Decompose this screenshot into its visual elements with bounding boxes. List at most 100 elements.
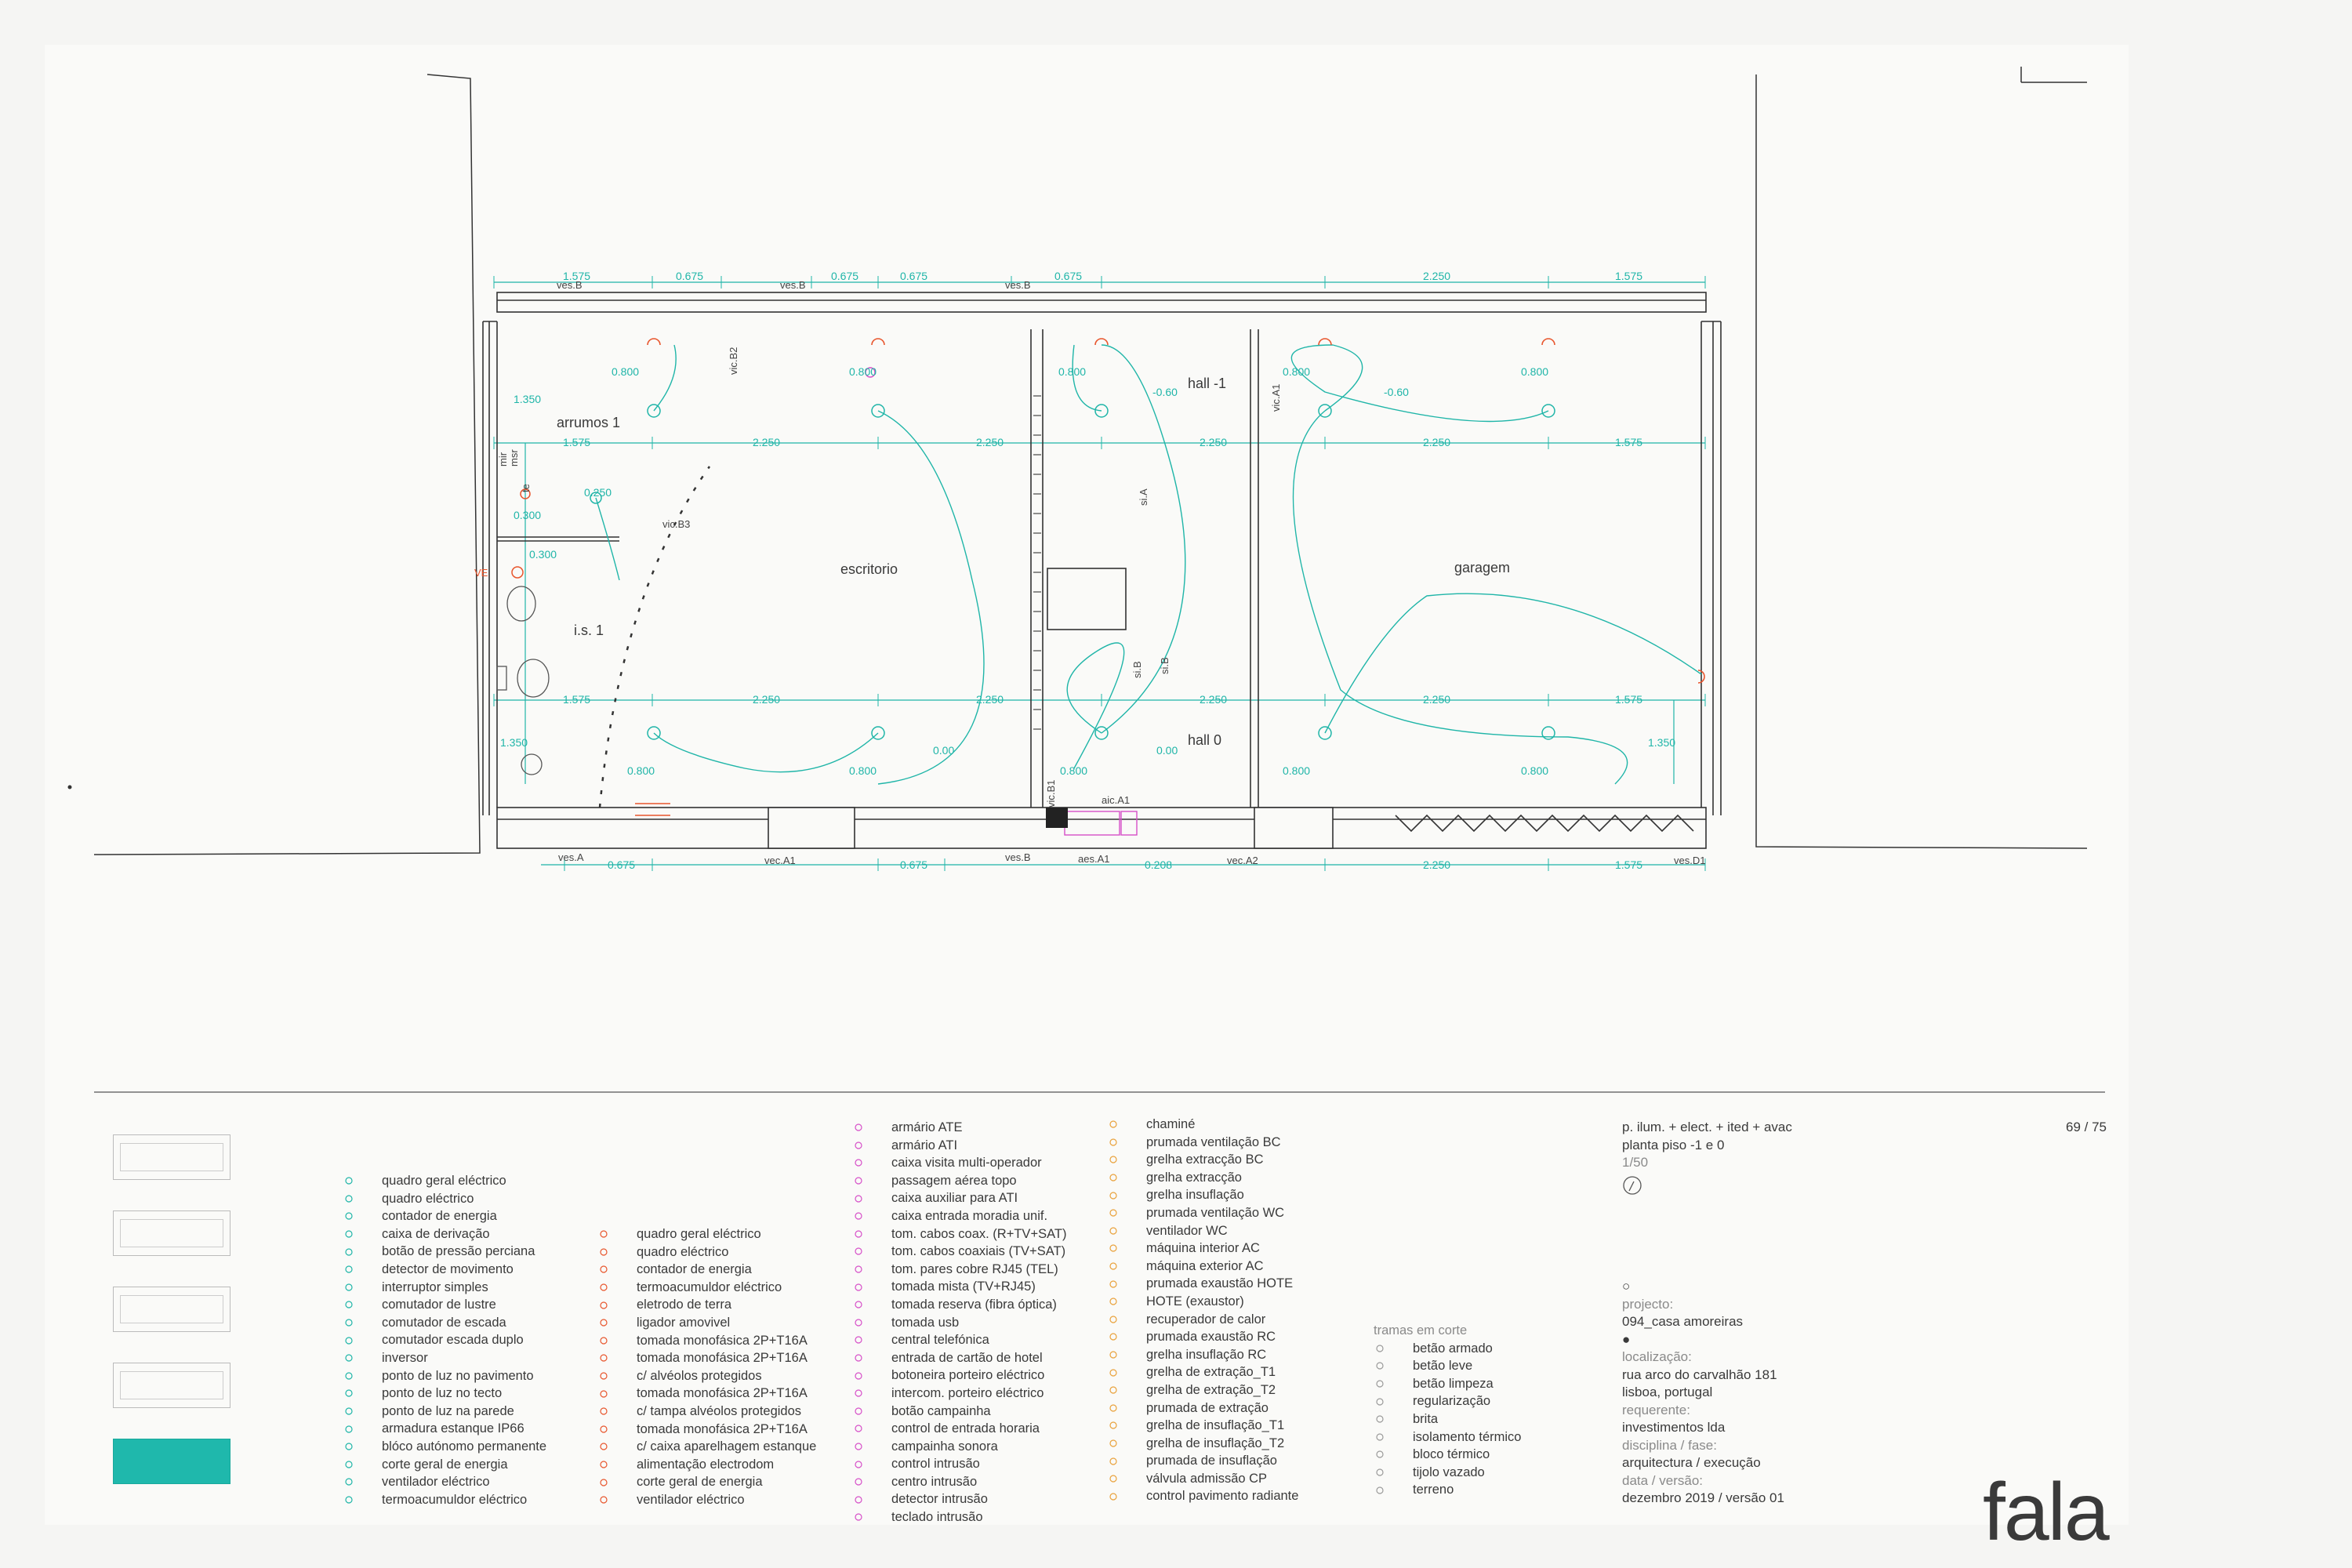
legend-col3-item: tom. cabos coax. (R+TV+SAT) <box>852 1225 1066 1243</box>
dim-top: 0.675 <box>1054 270 1082 282</box>
legend-col4-item: grelha de insuflação_T2 <box>1107 1435 1298 1453</box>
trama-label: tijolo vazado <box>1413 1465 1485 1479</box>
legend-col3-item: caixa auxiliar para ATI <box>852 1189 1066 1207</box>
legend-col4-item: control pavimento radiante <box>1107 1487 1298 1505</box>
legend-col4-symbol-icon <box>1107 1350 1120 1359</box>
legend-col3-item: armário ATE <box>852 1119 1066 1137</box>
legend-col1-item: botão de pressão perciana <box>343 1243 546 1261</box>
legend-col4-item: válvula admissão CP <box>1107 1470 1298 1488</box>
legend-col2-symbol-icon <box>597 1442 610 1451</box>
legend-col2-label: tomada monofásica 2P+T16A <box>637 1351 808 1366</box>
tag: vic.A1 <box>1270 384 1282 412</box>
legend-col2-symbol-icon <box>597 1425 610 1434</box>
dim-height: 0.800 <box>849 365 877 378</box>
legend-col2-symbol-icon <box>597 1371 610 1381</box>
room-label-hall-1: hall -1 <box>1188 376 1226 391</box>
legend-col3-label: botão campainha <box>891 1403 991 1418</box>
legend-col2-symbol-icon <box>597 1353 610 1363</box>
dim-bottom: 0.208 <box>1145 858 1172 871</box>
legend-col1-item: quadro eléctrico <box>343 1190 546 1208</box>
legend-col1-symbol-icon <box>343 1194 355 1203</box>
legend-col1-item: termoacumuldor eléctrico <box>343 1491 546 1509</box>
legend-col1-item: interruptor simples <box>343 1279 546 1297</box>
legend-col4-label: control pavimento radiante <box>1146 1489 1299 1504</box>
ati-cabinet <box>1046 808 1068 828</box>
legend-col4-label: máquina interior AC <box>1146 1241 1260 1256</box>
legend-col4-item: grelha de extração_T1 <box>1107 1363 1298 1381</box>
dim-row1: 2.250 <box>1200 436 1227 448</box>
dim-row1: 2.250 <box>976 436 1004 448</box>
page-number: 69 / 75 <box>2066 1120 2107 1134</box>
legend-col3-label: tom. pares cobre RJ45 (TEL) <box>891 1261 1058 1276</box>
localizacao-value-1: rua arco do carvalhão 181 <box>1622 1367 1777 1382</box>
legend-col1-item: quadro geral eléctrico <box>343 1172 546 1190</box>
legend-col2-label: tomada monofásica 2P+T16A <box>637 1386 808 1401</box>
trama-label: isolamento térmico <box>1413 1429 1522 1444</box>
legend-col2-symbol-icon <box>597 1301 610 1310</box>
legend-col2-item: tomada monofásica 2P+T16A <box>597 1421 816 1439</box>
legend-col1-symbol-icon <box>343 1495 355 1504</box>
level-hall-1: -0.60 <box>1152 386 1178 398</box>
building-walls <box>482 292 1722 849</box>
legend-col1-symbol-icon <box>343 1353 355 1363</box>
legend-col4-label: grelha de extração_T1 <box>1146 1365 1276 1380</box>
legend-col1-symbol-icon <box>343 1211 355 1221</box>
legend-col1-label: caixa de derivação <box>382 1226 490 1241</box>
legend-col2-label: tomada monofásica 2P+T16A <box>637 1421 808 1436</box>
legend-col2-item: quadro eléctrico <box>597 1243 816 1261</box>
door-swing <box>598 466 711 808</box>
dim-bottom: 0.675 <box>608 858 635 871</box>
tag: vec.A1 <box>764 855 796 866</box>
trama-item: betão leve <box>1374 1357 1521 1375</box>
trama-symbol-icon <box>1374 1414 1386 1424</box>
legend-col4-label: prumada ventilação BC <box>1146 1134 1281 1149</box>
legend-col1-item: armadura estanque IP66 <box>343 1420 546 1438</box>
dim-bottom: 1.575 <box>1615 858 1642 871</box>
room-label-hall-0: hall 0 <box>1188 732 1221 748</box>
disciplina-value: arquitectura / execução <box>1622 1455 1761 1470</box>
legend-col4-item: grelha extracção <box>1107 1169 1298 1187</box>
legend-col2-label: tomada monofásica 2P+T16A <box>637 1333 808 1348</box>
legend-col4-symbol-icon <box>1107 1492 1120 1501</box>
dim-row1: 2.250 <box>753 436 780 448</box>
dim-row1: 1.575 <box>563 436 590 448</box>
legend-col1-label: ponto de luz no tecto <box>382 1386 503 1401</box>
dim-top: 1.575 <box>563 270 590 282</box>
legend-col3-label: tomada reserva (fibra óptica) <box>891 1297 1057 1312</box>
legend-col3-item: central telefónica <box>852 1331 1066 1349</box>
dim-row2: 1.575 <box>1615 693 1642 706</box>
height-dimensions: 0.800 0.800 0.800 0.800 0.800 0.800 0.80… <box>612 365 1548 777</box>
legend-col3-symbol-icon <box>852 1388 865 1398</box>
legend-col1-item: comutador de escada <box>343 1314 546 1332</box>
legend-col3-symbol-icon <box>852 1371 865 1381</box>
legend-col1-label: comutador de lustre <box>382 1298 496 1312</box>
drawing-title-2: planta piso -1 e 0 <box>1622 1137 1725 1152</box>
legend-col4-symbol-icon <box>1107 1403 1120 1413</box>
legend-col1-item: inversor <box>343 1349 546 1367</box>
marker-dot <box>67 785 72 789</box>
legend-col4-label: grelha de insuflação_T1 <box>1146 1418 1285 1433</box>
key-plan-thumb-active <box>113 1439 230 1484</box>
trama-label: terreno <box>1413 1483 1454 1497</box>
tag: vec.A2 <box>1227 855 1258 866</box>
legend-col3-item: teclado intrusão <box>852 1508 1066 1526</box>
side-dimensions: 1.350 1.350 1.350 0.300 0.300 0.250 <box>500 393 1675 749</box>
tag: ves.A <box>558 851 584 863</box>
dim-height: 0.800 <box>612 365 639 378</box>
level-escritorio: 0.00 <box>933 744 954 757</box>
legend-col4-item: recuperador de calor <box>1107 1311 1298 1329</box>
bottom-dimensions: 0.675 0.675 0.208 2.250 1.575 <box>608 858 1642 871</box>
legend-col2-item: tomada monofásica 2P+T16A <box>597 1349 816 1367</box>
trama-item: tijolo vazado <box>1374 1464 1521 1482</box>
dim-row1: 1.575 <box>1615 436 1642 448</box>
legend-col1-label: ventilador eléctrico <box>382 1475 490 1490</box>
legend-col3-item: botão campainha <box>852 1403 1066 1421</box>
legend-col2-item: c/ tampa alvéolos protegidos <box>597 1403 816 1421</box>
legend-col4-item: grelha insuflação RC <box>1107 1346 1298 1364</box>
legend-col2-symbol-icon <box>597 1318 610 1327</box>
legend-col1-label: comutador de escada <box>382 1315 506 1330</box>
legend-col2-item: corte geral de energia <box>597 1473 816 1491</box>
legend-col1-label: contador de energia <box>382 1209 497 1224</box>
legend-col4-symbol-icon <box>1107 1226 1120 1236</box>
room-label-escritorio: escritorio <box>840 561 898 577</box>
